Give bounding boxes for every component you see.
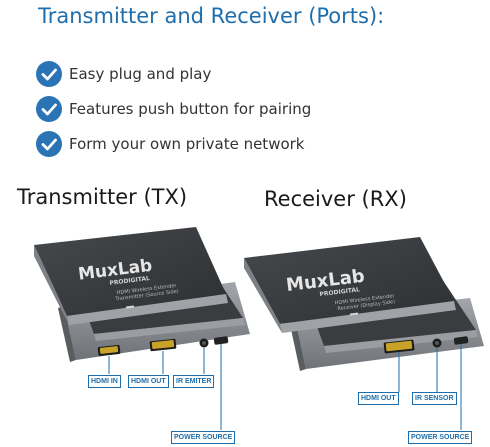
- label-power-source: POWER SOURCE: [171, 431, 236, 444]
- transmitter-title: Transmitter (TX): [17, 185, 188, 209]
- receiver-title: Receiver (RX): [264, 187, 407, 211]
- label-power-source: POWER SOURCE: [408, 431, 473, 444]
- label-hdmi-in: HDMI IN: [88, 375, 121, 388]
- receiver-back-ports: [383, 336, 469, 354]
- transmitter-front-unit: [34, 227, 228, 325]
- receiver-front-unit: [244, 237, 456, 333]
- label-hdmi-out: HDMI OUT: [128, 375, 169, 388]
- check-circle-icon: [36, 96, 62, 122]
- feature-item: Form your own private network: [36, 131, 305, 157]
- transmitter-back-ports: [97, 336, 229, 356]
- feature-text: Form your own private network: [69, 135, 305, 153]
- label-ir-sensor: IR SENSOR: [412, 392, 457, 405]
- power-port: [213, 336, 229, 345]
- check-circle-icon: [36, 131, 62, 157]
- power-port: [453, 336, 469, 345]
- check-circle-icon: [36, 61, 62, 87]
- label-ir-emitter: IR EMITER: [173, 375, 215, 388]
- label-hdmi-out: HDMI OUT: [358, 392, 399, 405]
- feature-text: Features push button for pairing: [69, 100, 312, 118]
- svg-text:PRODIGITAL: PRODIGITAL: [109, 275, 150, 287]
- feature-text: Easy plug and play: [69, 65, 212, 83]
- svg-text:PRODIGITAL: PRODIGITAL: [319, 286, 360, 298]
- feature-item: Easy plug and play: [36, 61, 211, 87]
- feature-item: Features push button for pairing: [36, 96, 311, 122]
- callout-lines: [108, 344, 462, 430]
- page-heading: Transmitter and Receiver (Ports):: [38, 4, 385, 28]
